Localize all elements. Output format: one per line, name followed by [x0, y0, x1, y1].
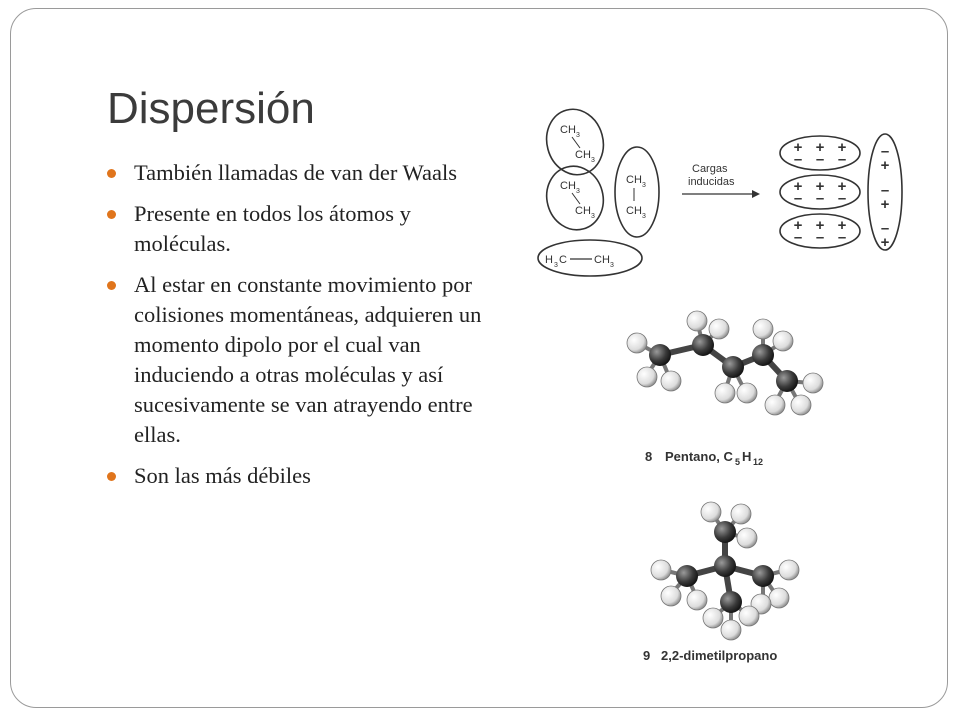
svg-text:–: – [794, 229, 802, 246]
svg-text:3: 3 [576, 132, 580, 139]
svg-text:3: 3 [591, 157, 595, 164]
svg-text:9: 9 [643, 648, 650, 663]
svg-text:+: + [816, 139, 825, 156]
bullet-dot-icon [107, 169, 116, 178]
svg-text:H: H [545, 254, 553, 266]
bullet-dot-icon [107, 210, 116, 219]
svg-text:+: + [881, 157, 890, 174]
dimethylpropane-molecule-model: 9 2,2-dimetilpropano [643, 501, 800, 663]
bullet-dot-icon [107, 281, 116, 290]
svg-text:–: – [838, 190, 846, 207]
dipole-ellipse [779, 135, 861, 171]
svg-text:CH: CH [575, 205, 591, 217]
svg-text:–: – [794, 151, 802, 168]
svg-text:+: + [794, 217, 803, 234]
svg-text:–: – [881, 143, 889, 160]
svg-text:+: + [838, 139, 847, 156]
svg-text:+: + [838, 217, 847, 234]
svg-text:CH: CH [575, 149, 591, 161]
svg-text:8: 8 [645, 449, 652, 464]
svg-text:3: 3 [591, 213, 595, 220]
svg-text:C: C [559, 254, 567, 266]
svg-text:inducidas: inducidas [688, 176, 735, 188]
svg-text:–: – [816, 229, 824, 246]
svg-text:Cargas: Cargas [692, 163, 728, 175]
svg-text:CH: CH [560, 124, 576, 136]
bullet-dot-icon [107, 472, 116, 481]
svg-text:CH: CH [594, 254, 610, 266]
molecule-ellipse [537, 239, 643, 277]
bullet-list: También llamadas de van der Waals Presen… [107, 158, 487, 502]
svg-text:3: 3 [610, 262, 614, 269]
svg-text:12: 12 [753, 457, 763, 467]
svg-text:CH: CH [626, 205, 642, 217]
svg-text:3: 3 [554, 262, 558, 269]
molecule-ellipse [545, 165, 605, 231]
svg-text:3: 3 [576, 188, 580, 195]
svg-text:+: + [881, 196, 890, 213]
svg-text:–: – [816, 151, 824, 168]
svg-text:+: + [816, 178, 825, 195]
molecule-ellipse [545, 108, 605, 176]
svg-text:+: + [794, 139, 803, 156]
svg-text:–: – [881, 220, 889, 237]
svg-text:3: 3 [642, 213, 646, 220]
bullet-item: Son las más débiles [107, 461, 487, 491]
svg-text:+: + [881, 234, 890, 251]
molecule-ellipse [614, 146, 660, 238]
svg-text:2,2-dimetilpropano: 2,2-dimetilpropano [661, 648, 777, 663]
svg-text:3: 3 [642, 182, 646, 189]
svg-text:–: – [838, 229, 846, 246]
bullet-item: También llamadas de van der Waals [107, 158, 487, 188]
arrow-head-icon [752, 190, 760, 198]
slide-title: Dispersión [107, 84, 315, 133]
pentane-molecule-model: 8 Pentano, C 5 H 12 [626, 310, 824, 467]
svg-text:CH: CH [626, 174, 642, 186]
dipole-ellipse [867, 133, 903, 251]
svg-text:+: + [794, 178, 803, 195]
svg-text:–: – [838, 151, 846, 168]
svg-text:–: – [794, 190, 802, 207]
svg-text:+: + [838, 178, 847, 195]
slide-frame [10, 8, 948, 708]
svg-text:5: 5 [735, 457, 740, 467]
bullet-item: Presente en todos los átomos y moléculas… [107, 199, 487, 259]
svg-text:H: H [742, 449, 751, 464]
svg-text:CH: CH [560, 180, 576, 192]
bullet-item: Al estar en constante movimiento por col… [107, 270, 487, 450]
svg-text:+: + [816, 217, 825, 234]
svg-text:–: – [816, 190, 824, 207]
svg-text:Pentano, C: Pentano, C [665, 449, 734, 464]
dipole-ellipse [779, 213, 861, 249]
svg-text:–: – [881, 182, 889, 199]
dipole-ellipse [779, 174, 861, 210]
